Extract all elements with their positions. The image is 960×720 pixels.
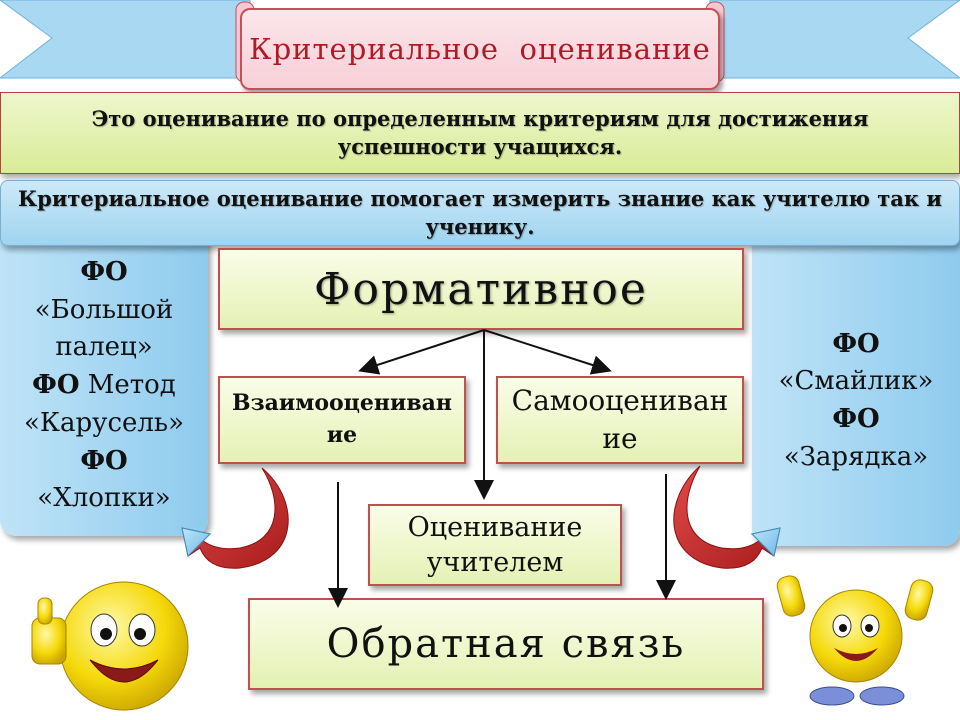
right-line2: «Смайлик» xyxy=(778,366,934,397)
peer-assessment-label: Взаимооценивание xyxy=(232,390,452,448)
page-title: Критериальное оценивание xyxy=(240,8,720,90)
feedback-box: Обратная связь xyxy=(248,598,764,690)
formative-label: Формативное xyxy=(314,263,648,315)
right-line1: ФО xyxy=(832,328,880,359)
peer-assessment-box: Взаимооценивание xyxy=(218,376,466,464)
right-line4: «Зарядка» xyxy=(783,441,929,472)
left-line1: ФО xyxy=(80,257,128,288)
feedback-label: Обратная связь xyxy=(326,621,686,667)
left-line2: «Большой xyxy=(34,294,174,325)
left-curved-arrow xyxy=(181,467,289,569)
teacher-assessment-box: Оценивание учителем xyxy=(368,504,622,586)
right-line3: ФО xyxy=(832,404,880,434)
left-line4-bold: ФО xyxy=(32,370,80,401)
purpose-text: Критериальное оценивание помогает измери… xyxy=(18,185,942,239)
left-panel: ФО «Большой палец» ФО Метод «Карусель» Ф… xyxy=(0,236,208,536)
waving-smiley-icon xyxy=(776,575,934,706)
formative-box: Формативное xyxy=(218,248,744,330)
left-line7: «Хлопки» xyxy=(37,483,171,514)
definition-banner: Это оценивание по определенным критериям… xyxy=(0,92,960,174)
arrow-to-self xyxy=(483,329,612,375)
left-line6: ФО xyxy=(80,445,128,476)
left-line3: палец» xyxy=(55,332,153,363)
self-assessment-label: Самооценивание xyxy=(511,384,729,455)
left-line4-rest: Метод xyxy=(79,370,176,401)
teacher-assessment-label: Оценивание учителем xyxy=(407,511,583,578)
right-panel: ФО «Смайлик» ФО «Зарядка» xyxy=(752,236,960,546)
arrow-to-peer xyxy=(358,329,485,375)
thumbs-up-smiley-icon xyxy=(31,581,189,711)
purpose-banner: Критериальное оценивание помогает измери… xyxy=(0,180,960,246)
left-line5: «Карусель» xyxy=(24,407,184,438)
self-assessment-box: Самооценивание xyxy=(496,376,744,464)
definition-text: Это оценивание по определенным критериям… xyxy=(91,105,869,159)
right-curved-arrow xyxy=(673,465,781,569)
